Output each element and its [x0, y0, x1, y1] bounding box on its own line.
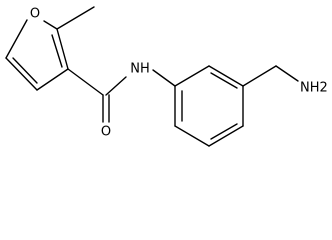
furan-bond-o-c2 [43, 20, 58, 30]
amide-nitrogen-label: NH [130, 62, 150, 77]
benzene-bond-2 [174, 125, 210, 147]
furan-bond-c2-c3 [56, 28, 69, 70]
benzene-bond-5 [208, 65, 244, 87]
benzene-bond-3 [208, 125, 244, 147]
furan-bond-c4-c5-inner [12, 57, 38, 84]
benzene-inner-bond-c [210, 72, 238, 89]
bond-ch2-n [275, 65, 299, 82]
benzene-ring [174, 65, 244, 147]
furan-bond-c4-c5 [5, 57, 38, 91]
benzene-bond-6 [174, 65, 210, 87]
carbonyl-oxygen-label: O [101, 125, 111, 140]
bond-n-phenyl [152, 69, 176, 87]
benzene-inner-bond-b [210, 123, 238, 140]
furan-bond-c5-o [5, 19, 28, 59]
furan-ring [5, 19, 69, 91]
methyl-bond [56, 6, 95, 30]
amine-label: NH2 [300, 81, 328, 96]
carboxamide-group [67, 68, 176, 123]
chemical-structure-diagram: O NH O NH2 [5, 6, 328, 147]
bond-carbonyl-n [105, 76, 127, 96]
furan-bond-c2-c3-inner [51, 34, 63, 68]
bond-ring-ch2 [242, 65, 277, 87]
bond-c3-carbonyl [67, 68, 104, 96]
furan-bond-c3-c4 [36, 68, 69, 91]
ring-oxygen-label: O [30, 7, 40, 22]
